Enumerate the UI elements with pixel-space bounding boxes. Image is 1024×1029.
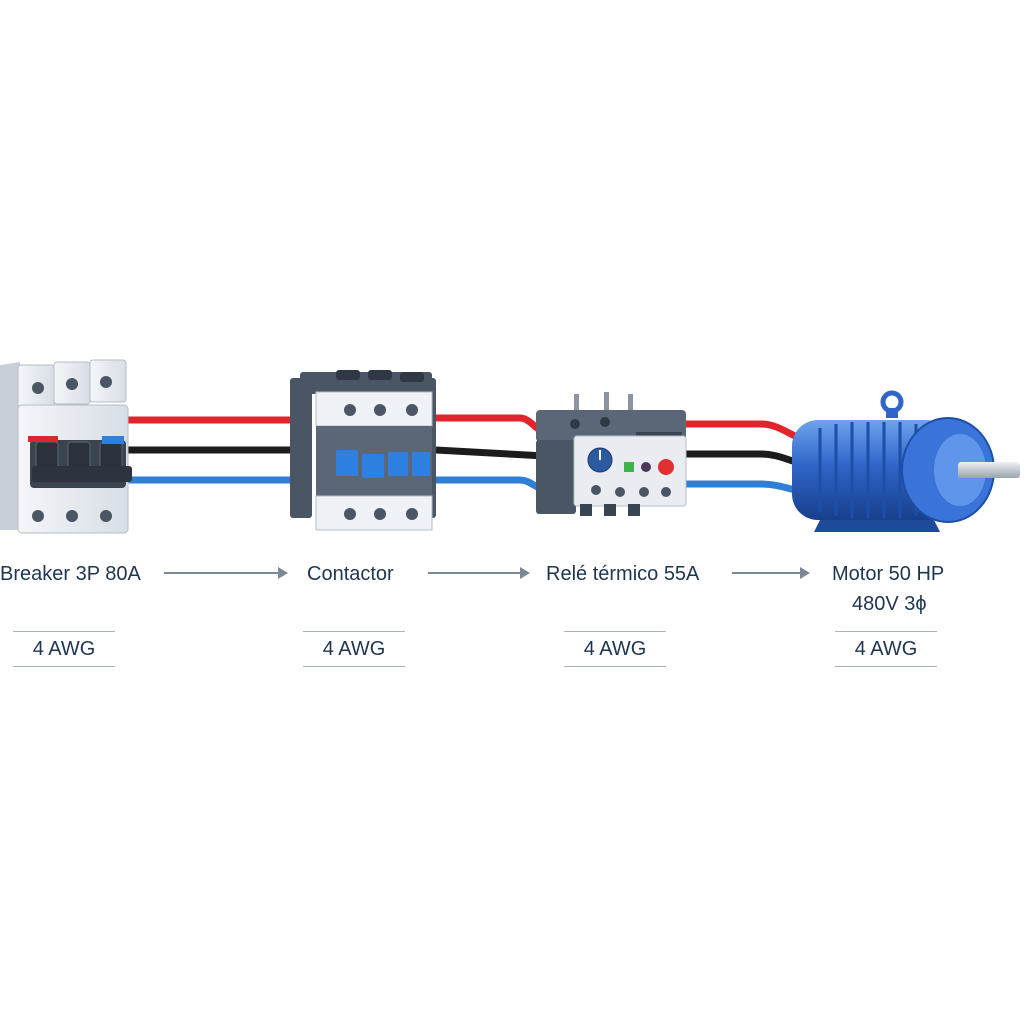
component-label-relay: Relé térmico 55A bbox=[546, 563, 700, 585]
motor-icon bbox=[792, 390, 1020, 532]
wire-black bbox=[680, 450, 806, 468]
wire-gauge-label: 4 AWG bbox=[564, 631, 666, 667]
flow-arrow bbox=[732, 567, 810, 579]
flow-arrow bbox=[164, 567, 288, 579]
wire-run-1 bbox=[128, 416, 296, 484]
wire-gauge-label: 4 AWG bbox=[303, 631, 405, 667]
wire-gauge-label: 4 AWG bbox=[13, 631, 115, 667]
contactor-icon bbox=[290, 370, 436, 531]
breaker-icon bbox=[0, 359, 132, 534]
wire-run-3 bbox=[680, 420, 807, 496]
component-label-contactor: Contactor bbox=[307, 563, 394, 585]
wire-black bbox=[435, 446, 546, 460]
component-label-motor-voltage: 480V 3ϕ bbox=[852, 593, 927, 615]
wire-run-2 bbox=[435, 414, 547, 494]
wire-gauge-label: 4 AWG bbox=[835, 631, 937, 667]
wire-blue bbox=[680, 480, 806, 496]
wire-red bbox=[436, 414, 547, 436]
flow-arrow bbox=[428, 567, 530, 579]
wire-blue bbox=[436, 476, 546, 494]
wire-red bbox=[680, 420, 807, 444]
component-label-breaker: Breaker 3P 80A bbox=[0, 563, 141, 585]
thermal-relay-icon bbox=[536, 392, 687, 516]
component-label-motor: Motor 50 HP bbox=[832, 563, 945, 585]
